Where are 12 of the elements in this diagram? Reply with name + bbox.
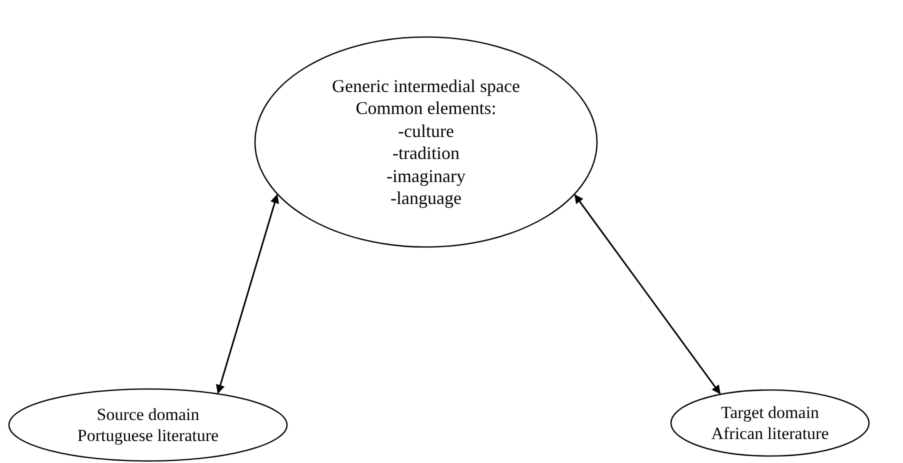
node-text: -culture [398,120,454,142]
double-arrow [216,194,280,394]
node-text: Target domain [720,402,820,423]
node-text: Common elements: [356,97,496,120]
node-text: -imaginary [386,164,466,187]
node-text: -language [390,187,462,210]
node-text: Portuguese literature [77,425,219,446]
double-arrow [574,194,721,394]
node-text: Source domain [96,404,200,425]
node-text: Generic intermedial space [332,74,520,97]
node-text: -tradition [392,142,460,164]
node-text: African literature [711,423,829,444]
